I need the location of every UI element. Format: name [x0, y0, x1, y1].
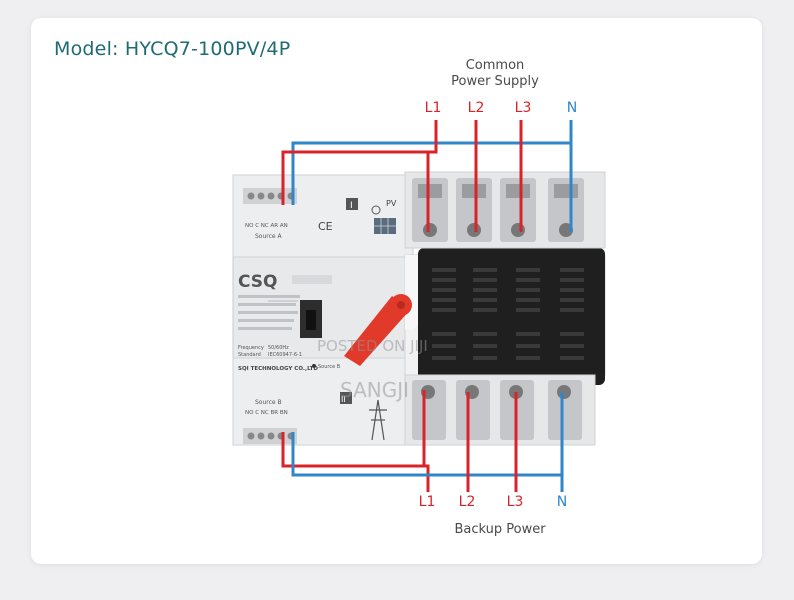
top-phase-l2: L2	[467, 100, 485, 116]
top-neutral-to-source-a	[291, 120, 573, 205]
bottom-phase-n: N	[556, 494, 568, 510]
standard-value: IEC60947-6-1	[268, 352, 302, 358]
source-b-terminal-labels: NO C NC BR BN	[245, 410, 288, 416]
common-supply-wires	[281, 120, 573, 232]
spec-lines	[238, 295, 300, 330]
watermark-line-1: POSTED ON JIJI	[317, 337, 428, 355]
handle-slot	[306, 310, 316, 330]
solar-panel-icon	[371, 205, 396, 234]
bottom-l1-to-source-b	[281, 390, 426, 468]
indicator-ii-box	[340, 392, 352, 404]
indicator-i-box	[346, 198, 358, 210]
top-terminals	[412, 178, 584, 242]
source-b-indicator-dot	[312, 364, 316, 368]
backup-power-caption: Backup Power	[454, 522, 546, 537]
caption-line-1: Common	[465, 58, 525, 73]
brand-logo: CSQ	[238, 272, 278, 292]
source-a-terminal-labels: NO C NC AR AN	[245, 223, 288, 229]
bottom-phase-l3: L3	[506, 494, 524, 510]
bottom-phase-l1: L1	[418, 494, 436, 510]
indicator-ii: II	[341, 395, 346, 404]
standard-label: Standard	[238, 352, 261, 358]
top-phase-l3: L3	[514, 100, 532, 116]
source-a-terminals	[243, 188, 297, 204]
source-b-terminals	[243, 428, 297, 444]
watermark-line-2: SANGJI	[340, 378, 410, 402]
source-a-label: Source A	[255, 233, 283, 240]
top-l1-to-source-a	[281, 120, 438, 205]
frequency-label: Frequency	[238, 345, 264, 351]
top-phase-l1: L1	[424, 100, 442, 116]
top-l1-drop	[426, 150, 436, 232]
source-b-indicator-label: Source B	[318, 364, 341, 370]
pv-label: PV	[386, 199, 397, 208]
source-a-section	[232, 174, 414, 258]
brand-badge	[292, 275, 332, 284]
source-b-label: Source B	[255, 399, 282, 406]
cover-vents	[432, 268, 584, 360]
model-title: Model: HYCQ7-100PV/4P	[54, 38, 291, 60]
red-rotary-handle	[344, 294, 412, 366]
manufacturer-label: SQI TECHNOLOGY CO.,LTD	[238, 366, 318, 372]
caption-line-2: Power Supply	[451, 74, 539, 89]
power-tower-icon	[369, 399, 387, 441]
bottom-phase-l2: L2	[458, 494, 476, 510]
bottom-l1-drop	[424, 464, 430, 492]
switch-black-cover	[418, 248, 605, 385]
bottom-neutral-to-source-b	[291, 392, 564, 477]
frequency-value: 50/60Hz	[268, 345, 289, 351]
backup-power-wires	[281, 390, 564, 492]
top-phase-n: N	[566, 100, 578, 116]
indicator-i: I	[350, 201, 353, 211]
ce-mark: CE	[318, 220, 333, 233]
common-power-supply-caption: Common Power Supply	[430, 58, 560, 90]
